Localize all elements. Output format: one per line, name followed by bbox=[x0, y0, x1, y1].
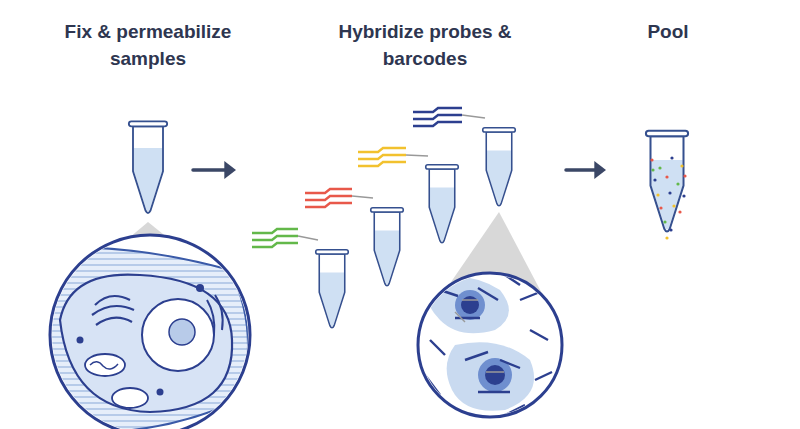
connector-line bbox=[406, 155, 428, 156]
fix-tube-group bbox=[28, 121, 250, 429]
pool-tube-group bbox=[646, 131, 688, 240]
probe-tube bbox=[371, 208, 404, 286]
pooled-cells bbox=[650, 156, 686, 239]
pool-tube bbox=[646, 131, 688, 232]
cell-drawing bbox=[28, 248, 248, 429]
step-panel: Pool bbox=[606, 18, 730, 418]
probe-set-green bbox=[252, 229, 298, 247]
probe-set-red bbox=[305, 189, 352, 207]
zoom-circle bbox=[418, 273, 562, 417]
step-heading: Fix & permeabilize samples bbox=[38, 18, 258, 72]
sample-tube bbox=[129, 121, 167, 213]
flow-arrow bbox=[566, 161, 606, 179]
probe-set-navy bbox=[413, 108, 462, 126]
step-panel: Hybridize probes & barcodes bbox=[236, 18, 566, 418]
connector-line bbox=[462, 115, 485, 118]
probe-tube bbox=[316, 250, 349, 328]
probe-tube bbox=[483, 128, 516, 206]
connector-line bbox=[352, 196, 373, 198]
probe-set-yellow bbox=[358, 148, 406, 166]
hybridized-cells bbox=[425, 275, 552, 418]
step-heading: Pool bbox=[558, 18, 778, 45]
step-heading: Hybridize probes & barcodes bbox=[315, 18, 535, 72]
probe-tube bbox=[426, 165, 459, 243]
flow-arrow bbox=[193, 161, 236, 179]
connector-line bbox=[298, 236, 318, 240]
step-panel: Fix & permeabilize samples bbox=[40, 18, 193, 418]
